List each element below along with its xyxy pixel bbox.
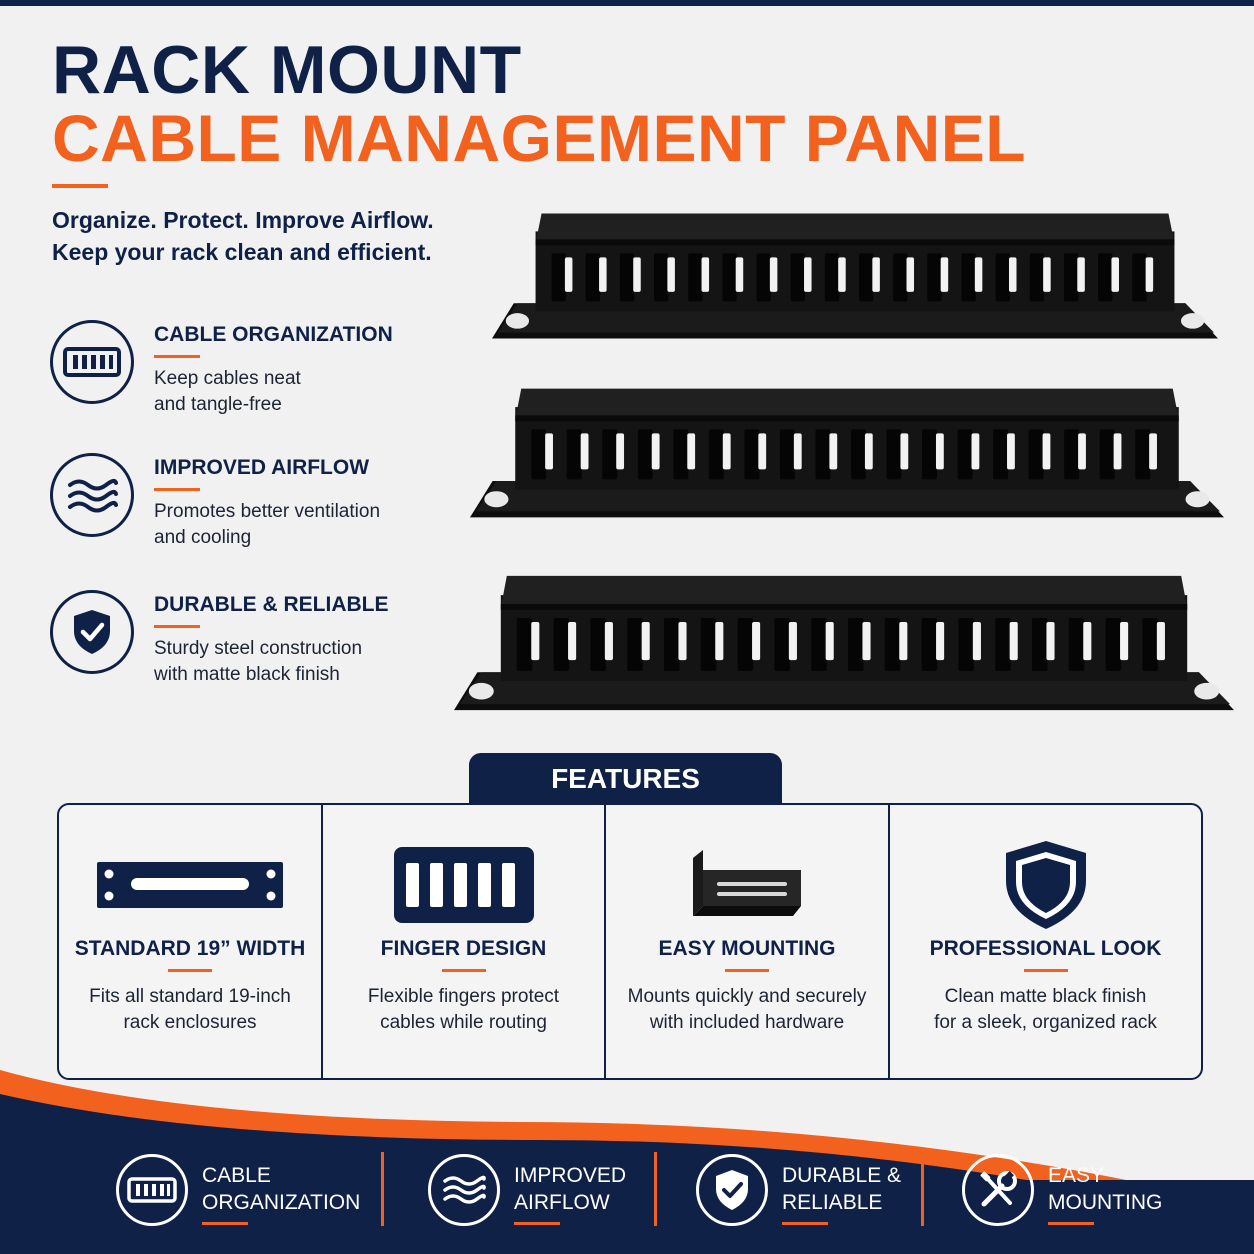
benefit-desc-line: with matte black finish [154,664,340,685]
footer-label-line: MOUNTING [1048,1191,1163,1214]
footer-divider [654,1152,657,1226]
benefit-desc-line: and tangle-free [154,394,282,415]
footer-label-line: IMPROVED [514,1164,627,1187]
feature-finger-design: FINGER DESIGN Flexible fingers protect c… [323,805,606,1078]
footer-underline [514,1222,560,1225]
footer-label: IMPROVED AIRFLOW [514,1162,626,1216]
benefit-underline [154,355,200,358]
features-grid: STANDARD 19” WIDTH Fits all standard 19-… [57,803,1203,1080]
tagline: Organize. Protect. Improve Airflow. Keep… [52,204,482,268]
benefit-desc-line: Promotes better ventilation [154,501,381,522]
rack-bracket-icon [59,825,321,945]
benefit-description: Sturdy steel construction with matte bla… [154,636,362,688]
benefit-desc-line: Keep cables neat [154,368,301,389]
page-title: RACK MOUNT [52,32,522,108]
footer-label-line: ORGANIZATION [202,1191,361,1214]
page-subtitle: CABLE MANAGEMENT PANEL [52,101,1027,175]
tagline-line: Keep your rack clean and efficient. [52,239,432,265]
tagline-line: Organize. Protect. Improve Airflow. [52,207,434,233]
features-heading: FEATURES [469,753,782,805]
feature-title: FINGER DESIGN [380,937,547,960]
top-border [0,0,1254,6]
product-panel-image [454,575,1234,711]
feature-description: Mounts quickly and securely with include… [606,984,888,1036]
feature-desc-line: Mounts quickly and securely [627,986,867,1007]
footer-banner [0,1070,1254,1254]
footer-item-improved-airflow: IMPROVED AIRFLOW [428,1150,648,1230]
benefit-desc-line: and cooling [154,527,252,548]
footer-divider [381,1152,384,1226]
airflow-icon [428,1154,500,1226]
benefit-description: Promotes better ventilation and cooling [154,499,380,551]
feature-desc-line: with included hardware [649,1012,845,1033]
feature-desc-line: rack enclosures [123,1012,257,1033]
feature-title: EASY MOUNTING [658,937,836,960]
feature-description: Fits all standard 19-inch rack enclosure… [59,984,321,1036]
feature-desc-line: cables while routing [380,1012,547,1033]
mounting-bracket-icon [606,825,888,945]
feature-underline [441,969,486,972]
product-panel-image [492,213,1218,339]
benefit-description: Keep cables neat and tangle-free [154,366,301,418]
benefit-cable-organization: CABLE ORGANIZATION Keep cables neat and … [50,320,470,415]
feature-professional-look: PROFESSIONAL LOOK Clean matte black fini… [890,805,1201,1078]
footer-item-durable-reliable: DURABLE & RELIABLE [696,1150,918,1230]
feature-desc-line: Clean matte black finish [944,986,1147,1007]
benefit-title: IMPROVED AIRFLOW [154,456,370,479]
feature-underline [168,969,212,972]
footer-item-cable-organization: CABLE ORGANIZATION [116,1150,376,1230]
feature-description: Flexible fingers protect cables while ro… [323,984,604,1036]
feature-underline [1023,969,1068,972]
benefit-durable-reliable: DURABLE & RELIABLE Sturdy steel construc… [50,590,470,685]
footer-label: CABLE ORGANIZATION [202,1162,360,1216]
footer-label-line: DURABLE & [782,1164,902,1187]
footer-label-line: RELIABLE [782,1191,883,1214]
footer-underline [202,1222,248,1225]
footer-label: DURABLE & RELIABLE [782,1162,901,1216]
benefit-improved-airflow: IMPROVED AIRFLOW Promotes better ventila… [50,453,470,548]
footer-item-easy-mounting: EASY MOUNTING [962,1150,1182,1230]
product-panel-image [470,388,1224,518]
feature-desc-line: Flexible fingers protect [367,986,560,1007]
shield-icon [890,825,1201,945]
shield-check-icon [696,1154,768,1226]
footer-label-line: CABLE [202,1164,271,1187]
title-underline [52,184,108,188]
benefit-title: CABLE ORGANIZATION [154,323,393,346]
feature-title: STANDARD 19” WIDTH [74,937,306,960]
feature-standard-width: STANDARD 19” WIDTH Fits all standard 19-… [59,805,323,1078]
benefit-underline [154,488,200,491]
feature-underline [725,969,769,972]
feature-title: PROFESSIONAL LOOK [929,937,1162,960]
footer-label-line: EASY [1048,1164,1105,1187]
feature-description: Clean matte black finish for a sleek, or… [890,984,1201,1036]
feature-easy-mounting: EASY MOUNTING Mounts quickly and securel… [606,805,890,1078]
finger-slots-icon [323,825,604,945]
cable-organizer-icon [50,320,134,404]
footer-label: EASY MOUNTING [1048,1162,1162,1216]
cable-organizer-icon [116,1154,188,1226]
footer-underline [1048,1222,1094,1225]
benefit-underline [154,625,200,628]
footer-divider [921,1152,924,1226]
airflow-icon [50,453,134,537]
footer-underline [782,1222,828,1225]
benefit-title: DURABLE & RELIABLE [154,593,389,616]
shield-check-icon [50,590,134,674]
feature-desc-line: for a sleek, organized rack [934,1012,1157,1033]
benefit-desc-line: Sturdy steel construction [154,638,363,659]
footer-label-line: AIRFLOW [514,1191,610,1214]
feature-desc-line: Fits all standard 19-inch [89,986,291,1007]
tools-icon [962,1154,1034,1226]
